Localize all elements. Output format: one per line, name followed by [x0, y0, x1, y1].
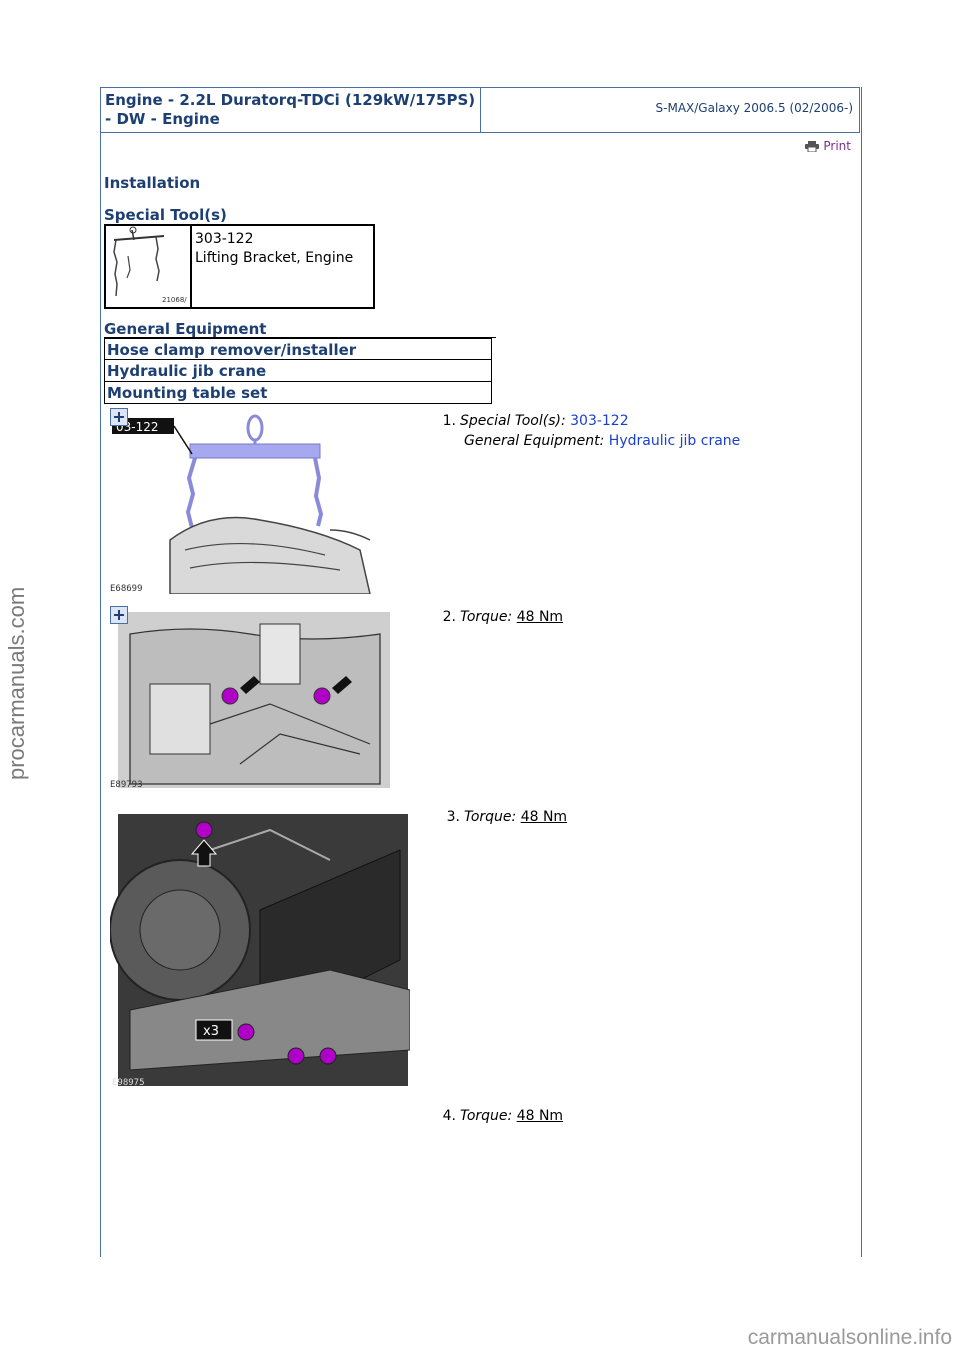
engine-lifting-drawing: 03-122: [112, 414, 371, 595]
step-label: Torque:: [460, 1108, 513, 1124]
lifting-bracket-drawing: 21068/: [113, 226, 187, 304]
torque-value[interactable]: 48 Nm: [516, 1108, 564, 1124]
general-equipment-heading: General Equipment: [104, 320, 267, 338]
step-label: General Equipment:: [464, 433, 605, 449]
step-3-image-code: E98975: [112, 1078, 145, 1088]
torque-value[interactable]: 48 Nm: [516, 609, 564, 625]
step-number: 1.: [442, 413, 456, 429]
printer-icon: [805, 140, 820, 152]
lifting-bracket-image: 21068/: [106, 226, 192, 307]
equipment-divider: [104, 337, 496, 338]
zoom-icon[interactable]: [110, 606, 128, 624]
step-number: 3.: [446, 809, 460, 825]
step-1-image-code: E68699: [110, 584, 143, 594]
document-header: Engine - 2.2L Duratorq-TDCi (129kW/175PS…: [100, 87, 860, 133]
special-tool-table: 21068/ 303-122 Lifting Bracket, Engine: [104, 224, 375, 309]
special-tool-name: Lifting Bracket, Engine: [195, 250, 354, 266]
engine-underside-drawing: x3: [109, 814, 411, 1086]
step-2-image[interactable]: E89793: [110, 604, 392, 790]
equipment-row: Hydraulic jib crane: [104, 360, 492, 382]
page-frame: [100, 87, 862, 1257]
step-3-image[interactable]: x3 E98975: [109, 810, 411, 1090]
zoom-icon[interactable]: [110, 408, 128, 426]
print-label: Print: [823, 139, 851, 153]
step-label: Special Tool(s):: [460, 413, 566, 429]
torque-value[interactable]: 48 Nm: [520, 809, 568, 825]
general-equipment-table: Hose clamp remover/installer Hydraulic j…: [104, 337, 496, 404]
equipment-row: Mounting table set: [104, 382, 492, 404]
special-tool-link[interactable]: 303-122: [570, 413, 629, 429]
document-title: Engine - 2.2L Duratorq-TDCi (129kW/175PS…: [101, 88, 481, 132]
step-label: Torque:: [464, 809, 517, 825]
equipment-link[interactable]: Hydraulic jib crane: [608, 433, 741, 449]
step-3: 3.Torque: 48 Nm: [434, 807, 567, 827]
step-number: 4.: [442, 1108, 456, 1124]
section-title: Installation: [104, 174, 201, 192]
print-button[interactable]: Print: [805, 139, 851, 153]
tool-image-code: 21068/: [162, 296, 187, 304]
step-2-image-code: E89793: [110, 780, 143, 790]
vehicle-model: S-MAX/Galaxy 2006.5 (02/2006-): [655, 101, 853, 115]
step-1-image[interactable]: 03-122 E68699: [110, 410, 386, 595]
step-number: 2.: [442, 609, 456, 625]
equipment-row: Hose clamp remover/installer: [104, 338, 492, 360]
bottom-watermark: carmanualsonline.info: [747, 1326, 952, 1349]
step-4: 4.Torque: 48 Nm: [430, 1106, 563, 1126]
side-watermark: procarmanuals.com: [4, 586, 29, 780]
step-1: 1.Special Tool(s): 303-122 General Equip…: [430, 411, 741, 451]
step-label: Torque:: [460, 609, 513, 625]
special-tool-number: 303-122: [195, 231, 254, 247]
step-2: 2.Torque: 48 Nm: [430, 607, 563, 627]
special-tools-heading: Special Tool(s): [104, 206, 227, 224]
step-3-image-tag: x3: [203, 1024, 219, 1039]
engine-bolts-drawing: [118, 612, 390, 788]
